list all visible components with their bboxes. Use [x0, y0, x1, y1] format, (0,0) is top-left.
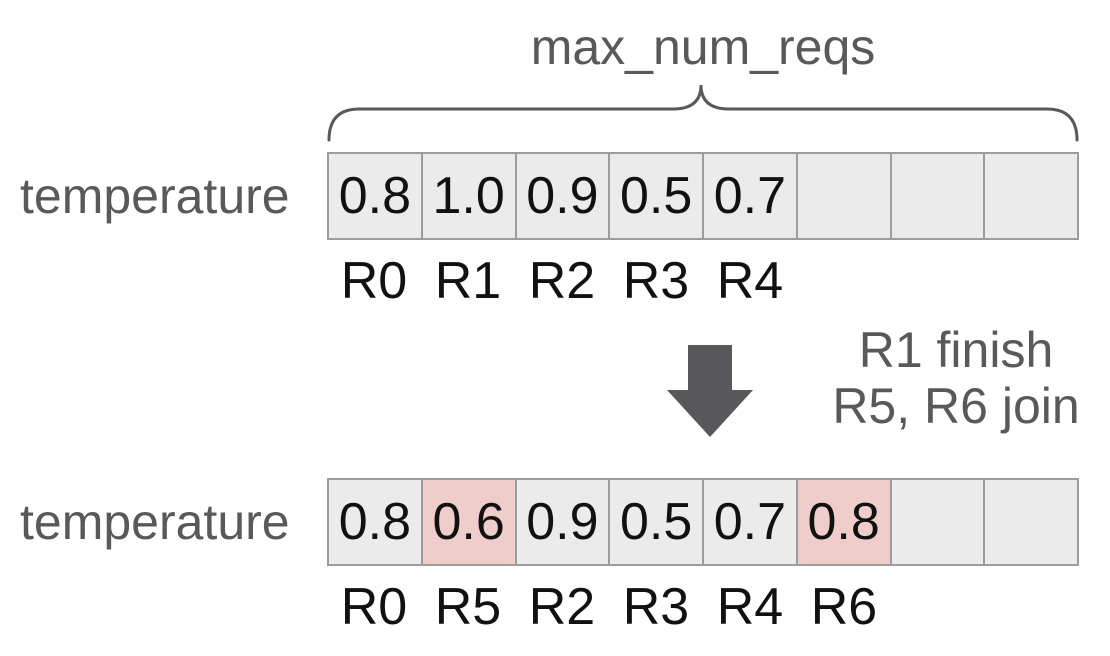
curly-brace-icon	[327, 84, 1079, 142]
request-label: R3	[622, 252, 690, 310]
transition-line-1: R1 finish	[858, 322, 1054, 378]
array-cell: 0.8	[329, 480, 421, 564]
array-cell: 0.5	[608, 480, 702, 564]
top-row-label: temperature	[20, 168, 290, 224]
bottom-temperature-array: 0.8 0.6 0.9 0.5 0.7 0.8	[327, 478, 1079, 566]
request-label: R0	[340, 578, 408, 636]
request-label: R5	[434, 578, 502, 636]
request-label: R3	[622, 578, 690, 636]
array-cell: 0.6	[420, 480, 515, 564]
array-cell	[983, 154, 1077, 238]
array-cell	[795, 154, 890, 238]
array-cell	[889, 480, 984, 564]
request-label: R4	[716, 578, 784, 636]
brace-label: max_num_reqs	[530, 19, 876, 75]
down-arrow-icon	[667, 345, 753, 437]
request-label: R2	[528, 252, 596, 310]
array-cell: 0.9	[514, 480, 609, 564]
request-label	[797, 254, 891, 308]
top-request-labels: R0 R1 R2 R3 R4	[327, 254, 1079, 308]
transition-note: R1 finish R5, R6 join	[826, 322, 1086, 434]
array-cell: 0.8	[329, 154, 421, 238]
array-cell: 1.0	[420, 154, 515, 238]
array-cell: 0.9	[514, 154, 609, 238]
request-label	[891, 580, 985, 634]
bottom-request-labels: R0 R5 R2 R3 R4 R6	[327, 580, 1079, 634]
request-label: R2	[528, 578, 596, 636]
array-cell: 0.8	[795, 480, 890, 564]
transition-line-2: R5, R6 join	[832, 378, 1080, 434]
request-label	[891, 254, 985, 308]
array-cell	[889, 154, 984, 238]
array-cell: 0.7	[702, 480, 796, 564]
array-cell: 0.7	[702, 154, 796, 238]
array-cell	[983, 480, 1077, 564]
request-label	[985, 254, 1079, 308]
array-cell: 0.5	[608, 154, 702, 238]
bottom-row-label: temperature	[20, 494, 290, 550]
top-temperature-array: 0.8 1.0 0.9 0.5 0.7	[327, 152, 1079, 240]
request-label: R6	[810, 578, 878, 636]
request-label	[985, 580, 1079, 634]
request-label: R0	[340, 252, 408, 310]
request-label: R4	[716, 252, 784, 310]
request-label: R1	[434, 252, 502, 310]
